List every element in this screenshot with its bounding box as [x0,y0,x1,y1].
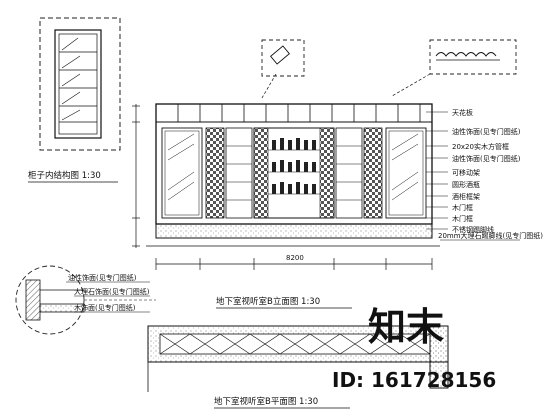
watermark-brand: 知末 [368,305,444,349]
callout-label: 可移动架 [452,168,480,177]
floor-note: 20mm大理石踢脚线(见专门图纸) [438,231,543,240]
dimension-line [155,258,433,270]
dimension-text: 8200 [286,254,304,262]
elevation-title: 地下室视听室B立面图 1:30 [216,296,320,307]
callout-label: 天花板 [452,108,473,117]
plan-drawing [147,325,449,392]
callout-label: 油性饰面(见专门图纸) [452,127,521,136]
callout-labels: 天花板 油性饰面(见专门图纸) 20x20实木方管框 油性饰面(见专门图纸) 可… [452,108,521,234]
molding-symbol [391,39,517,97]
elevation-drawing [132,103,440,248]
left-note: 木饰面(见专门图纸) [74,303,136,312]
callout-label: 木门框 [452,214,473,223]
cabinet-detail [39,17,121,151]
left-note: 大理石饰面(见专门图纸) [74,287,150,296]
left-note: 油性饰面(见专门图纸) [68,273,137,282]
callout-label: 油性饰面(见专门图纸) [452,154,521,163]
callout-label: 不锈钢踢脚线 [452,225,494,234]
callout-label: 木门框 [452,203,473,212]
section-symbol [261,39,305,99]
callout-leaders [426,111,448,230]
cabinet-detail-boundary [39,17,121,151]
callout-label: 圆形酒瓶 [452,180,480,189]
watermark-id: ID: 161728156 [332,368,496,392]
callout-label: 酒柜框架 [452,192,480,201]
section-detail [15,265,156,335]
detail-title: 柜子内结构图 1:30 [28,170,101,181]
plan-title: 地下室视听室B平面图 1:30 [214,396,318,407]
callout-label: 20x20实木方管框 [452,142,509,151]
